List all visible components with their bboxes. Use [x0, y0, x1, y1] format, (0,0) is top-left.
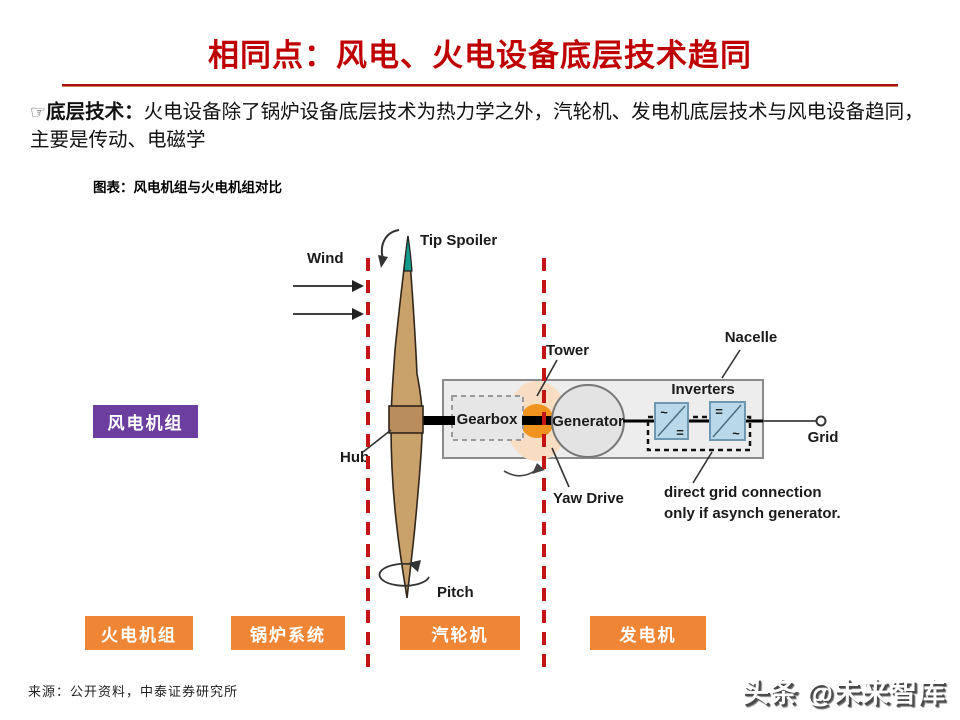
inverter1-dc-symbol: =: [676, 425, 684, 440]
note-line2: only if asynch generator.: [664, 505, 841, 522]
inverter2-ac-symbol: ~: [732, 426, 740, 441]
thermal-unit-tag: 火电机组: [85, 616, 193, 650]
inverter2-dc-symbol: =: [715, 404, 723, 419]
hub-label: Hub: [340, 449, 369, 466]
tower-label: Tower: [546, 342, 589, 359]
tip-spoiler-arrow: [380, 229, 400, 260]
source-note: 来源：公开资料，中泰证券研究所: [28, 684, 239, 699]
yaw-drive-pointer: [551, 447, 570, 488]
generator-label: Generator: [552, 413, 624, 430]
wind-arrowhead-1: [352, 280, 364, 292]
body-paragraph: ☞底层技术：火电设备除了锅炉设备底层技术为热力学之外，汽轮机、发电机底层技术与风…: [30, 99, 938, 154]
high-speed-shaft: [522, 416, 558, 425]
tower-pointer: [536, 359, 558, 397]
note-pointer: [692, 451, 713, 484]
page-title: 相同点：风电、火电设备底层技术趋同: [208, 38, 752, 73]
hub-pointer: [362, 429, 392, 453]
tip-spoiler-label: Tip Spoiler: [420, 232, 497, 249]
gearbox-label: Gearbox: [457, 411, 519, 428]
wind-arrowhead-2: [352, 308, 364, 320]
watermark: 头条 @未来智库: [742, 678, 946, 708]
inverter1-ac-symbol: ~: [660, 405, 668, 420]
grid-label: Grid: [808, 429, 839, 446]
pointing-hand-icon: ☞: [30, 102, 47, 123]
title-divider: [62, 84, 898, 87]
wind-turbine-tag: 风电机组: [93, 405, 198, 438]
inverter1-slash: [657, 405, 686, 437]
nacelle-label: Nacelle: [725, 329, 778, 346]
pitch-rotation-arrow: [378, 562, 430, 587]
main-shaft: [421, 416, 455, 425]
yaw-rotation-arrow: [503, 469, 537, 477]
boiler-system-tag: 锅炉系统: [231, 616, 345, 650]
figure-caption: 图表：风电机组与火电机组对比: [93, 180, 282, 195]
grid-node: [815, 415, 827, 427]
body-lead: 底层技术：: [46, 102, 144, 123]
hub-box: [388, 405, 424, 434]
wind-label: Wind: [307, 250, 344, 267]
yaw-drive-label: Yaw Drive: [553, 490, 624, 507]
nacelle-pointer: [721, 349, 741, 379]
inverters-label: Inverters: [671, 381, 734, 398]
tip-spoiler-arrowhead: [378, 255, 388, 268]
generator-tag: 发电机: [590, 616, 706, 650]
body-text: 火电设备除了锅炉设备底层技术为热力学之外，汽轮机、发电机底层技术与风电设备趋同，…: [30, 102, 924, 151]
steam-turbine-tag: 汽轮机: [400, 616, 520, 650]
note-line1: direct grid connection: [664, 484, 822, 501]
pitch-label: Pitch: [437, 584, 474, 601]
pitch-arrowhead: [408, 560, 421, 572]
blade-tip-spoiler: [403, 236, 413, 272]
direct-grid-dashed-box: [646, 415, 752, 452]
yaw-arrowhead: [532, 463, 545, 474]
inverter2-slash: [712, 404, 742, 438]
